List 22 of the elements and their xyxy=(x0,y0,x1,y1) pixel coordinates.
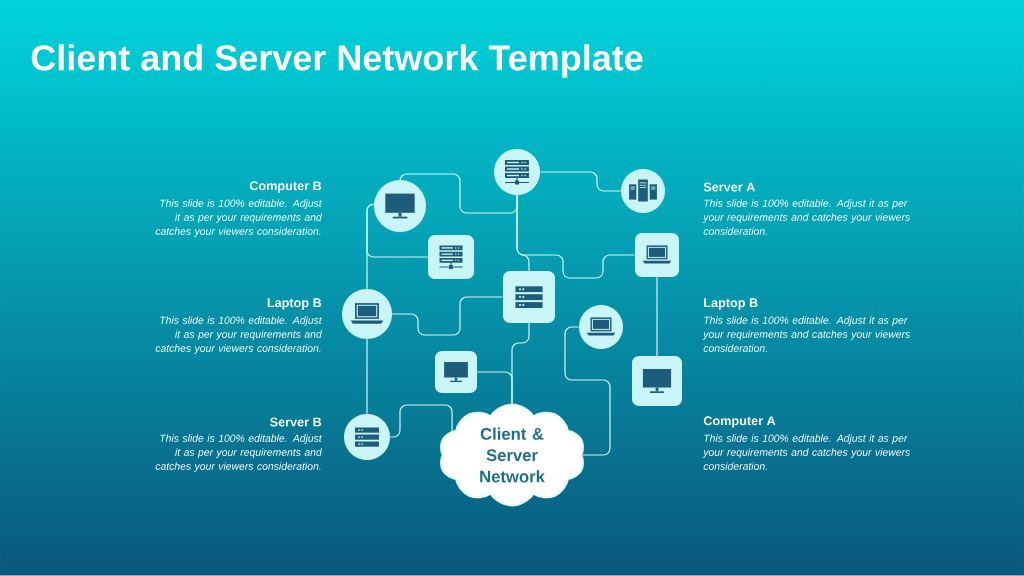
item-heading: Server B xyxy=(270,417,322,427)
connector-line xyxy=(366,338,368,415)
item-heading: Server A xyxy=(703,182,756,192)
item-description: This slide is 100% editable. Adjust it as per your requirements and catches your viewers consideration. xyxy=(155,434,323,472)
connector-line xyxy=(516,194,636,279)
item-heading: Computer A xyxy=(703,416,776,428)
item-description: This slide is 100% editable. Adjust it as per your requirements and catches your viewers consideration. xyxy=(702,199,910,235)
item-description: This slide is 100% editable. Adjust it as per your requirements and catches your viewers consideration. xyxy=(155,316,323,354)
item-description: This slide is 100% editable. Adjust it as per your requirements and catches your viewers consideration. xyxy=(702,434,910,470)
item-heading: Computer B xyxy=(249,181,322,193)
item-description: This slide is 100% editable. Adjust it as per your requirements and catches your viewers consideration. xyxy=(702,316,910,352)
connector-line xyxy=(391,296,504,336)
item-description: This slide is 100% editable. Adjust it as per your requirements and catches your viewers consideration. xyxy=(155,199,323,237)
connector-line xyxy=(564,326,611,456)
connector-line xyxy=(399,173,518,214)
slide-title: Client and Server Network Template xyxy=(31,44,643,78)
connector-line xyxy=(476,371,513,405)
connector-line xyxy=(539,171,622,192)
item-heading: Laptop B xyxy=(267,298,322,310)
connector-line xyxy=(656,276,658,357)
item-heading: Laptop B xyxy=(704,298,758,310)
connector-line xyxy=(366,203,429,258)
